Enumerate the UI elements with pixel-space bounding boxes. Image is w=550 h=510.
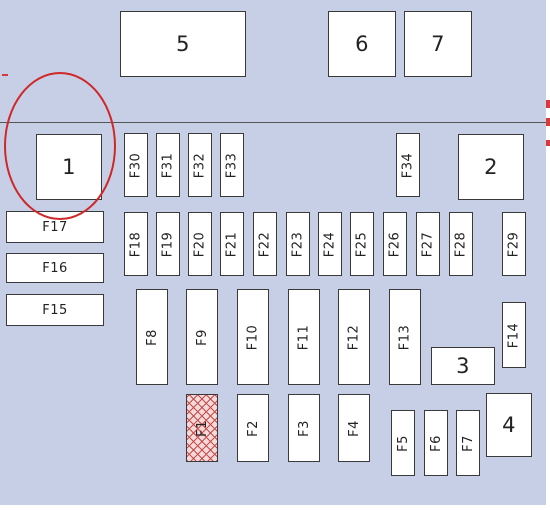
fuse-f5[interactable]: F5 bbox=[391, 410, 415, 476]
fuse-label: F31 bbox=[160, 152, 176, 178]
fuse-f27[interactable]: F27 bbox=[416, 212, 440, 276]
fuse-label: F20 bbox=[192, 231, 208, 257]
relay-3[interactable]: 3 bbox=[431, 347, 495, 385]
fuse-label: F7 bbox=[460, 434, 476, 452]
fuse-f4[interactable]: F4 bbox=[338, 394, 370, 462]
fuse-f33[interactable]: F33 bbox=[220, 133, 244, 197]
relay-5[interactable]: 5 bbox=[120, 11, 246, 77]
right-edge-mark bbox=[546, 100, 550, 108]
fuse-f3[interactable]: F3 bbox=[288, 394, 320, 462]
fuse-label: F22 bbox=[257, 231, 273, 257]
right-edge-mark bbox=[546, 118, 550, 126]
fuse-label: F9 bbox=[194, 328, 210, 346]
relay-label: 4 bbox=[502, 413, 516, 437]
fuse-label: F12 bbox=[346, 324, 362, 350]
fuse-f2[interactable]: F2 bbox=[237, 394, 269, 462]
relay-2[interactable]: 2 bbox=[458, 134, 524, 200]
fuse-f20[interactable]: F20 bbox=[188, 212, 212, 276]
fuse-f16[interactable]: F16 bbox=[6, 253, 104, 283]
fuse-f26[interactable]: F26 bbox=[383, 212, 407, 276]
fuse-f19[interactable]: F19 bbox=[156, 212, 180, 276]
fuse-f28[interactable]: F28 bbox=[449, 212, 473, 276]
fuse-label: F23 bbox=[290, 231, 306, 257]
relay-label: 3 bbox=[456, 354, 470, 378]
fuse-f23[interactable]: F23 bbox=[286, 212, 310, 276]
fuse-f7[interactable]: F7 bbox=[456, 410, 480, 476]
fuse-f13[interactable]: F13 bbox=[389, 289, 421, 385]
fuse-label: F2 bbox=[245, 419, 261, 437]
fuse-f32[interactable]: F32 bbox=[188, 133, 212, 197]
relay-label: 7 bbox=[431, 32, 445, 56]
fuse-label: F32 bbox=[192, 152, 208, 178]
fuse-f29[interactable]: F29 bbox=[502, 212, 526, 276]
fuse-f8[interactable]: F8 bbox=[136, 289, 168, 385]
fuse-f34[interactable]: F34 bbox=[396, 133, 420, 197]
fuse-f17[interactable]: F17 bbox=[6, 211, 104, 243]
fuse-f9[interactable]: F9 bbox=[186, 289, 218, 385]
edge-dash-mark bbox=[2, 74, 8, 76]
fuse-label: F29 bbox=[506, 231, 522, 257]
fuse-f11[interactable]: F11 bbox=[288, 289, 320, 385]
fuse-label: F15 bbox=[42, 302, 68, 318]
fuse-f6[interactable]: F6 bbox=[424, 410, 448, 476]
fuse-f22[interactable]: F22 bbox=[253, 212, 277, 276]
relay-6[interactable]: 6 bbox=[328, 11, 396, 77]
fuse-label: F33 bbox=[224, 152, 240, 178]
fuse-label: F27 bbox=[420, 231, 436, 257]
right-edge-mark bbox=[546, 140, 550, 146]
fuse-label: F16 bbox=[42, 260, 68, 276]
fuse-label: F4 bbox=[346, 419, 362, 437]
fuse-label: F5 bbox=[395, 434, 411, 452]
fuse-label: F28 bbox=[453, 231, 469, 257]
relay-label: 2 bbox=[484, 155, 498, 179]
fuse-f15[interactable]: F15 bbox=[6, 294, 104, 326]
fuse-f10[interactable]: F10 bbox=[237, 289, 269, 385]
fuse-label: F6 bbox=[428, 434, 444, 452]
fuse-f18[interactable]: F18 bbox=[124, 212, 148, 276]
fuse-label: F18 bbox=[128, 231, 144, 257]
fuse-label: F26 bbox=[387, 231, 403, 257]
fuse-label: F17 bbox=[42, 219, 68, 235]
fuse-label: F14 bbox=[506, 322, 522, 348]
fuse-label: F8 bbox=[144, 328, 160, 346]
fuse-label: F13 bbox=[397, 324, 413, 350]
relay-label: 5 bbox=[176, 32, 190, 56]
fuse-label: F10 bbox=[245, 324, 261, 350]
highlight-circle bbox=[4, 72, 116, 220]
fuse-label: F1 bbox=[194, 419, 210, 437]
fuse-label: F25 bbox=[354, 231, 370, 257]
fuse-label: F11 bbox=[296, 324, 312, 350]
relay-label: 6 bbox=[355, 32, 369, 56]
fuse-f12[interactable]: F12 bbox=[338, 289, 370, 385]
fuse-label: F21 bbox=[224, 231, 240, 257]
fuse-label: F24 bbox=[322, 231, 338, 257]
section-divider bbox=[0, 122, 546, 123]
fuse-label: F30 bbox=[128, 152, 144, 178]
fuse-f14[interactable]: F14 bbox=[502, 302, 526, 368]
fuse-f31[interactable]: F31 bbox=[156, 133, 180, 197]
fuse-label: F34 bbox=[400, 152, 416, 178]
relay-7[interactable]: 7 bbox=[404, 11, 472, 77]
fuse-f21[interactable]: F21 bbox=[220, 212, 244, 276]
bottom-margin bbox=[0, 505, 550, 510]
right-margin bbox=[546, 0, 550, 510]
fuse-f1[interactable]: F1 bbox=[186, 394, 218, 462]
fuse-label: F19 bbox=[160, 231, 176, 257]
fuse-f30[interactable]: F30 bbox=[124, 133, 148, 197]
fuse-f25[interactable]: F25 bbox=[350, 212, 374, 276]
relay-4[interactable]: 4 bbox=[486, 393, 532, 457]
fuse-label: F3 bbox=[296, 419, 312, 437]
fuse-f24[interactable]: F24 bbox=[318, 212, 342, 276]
